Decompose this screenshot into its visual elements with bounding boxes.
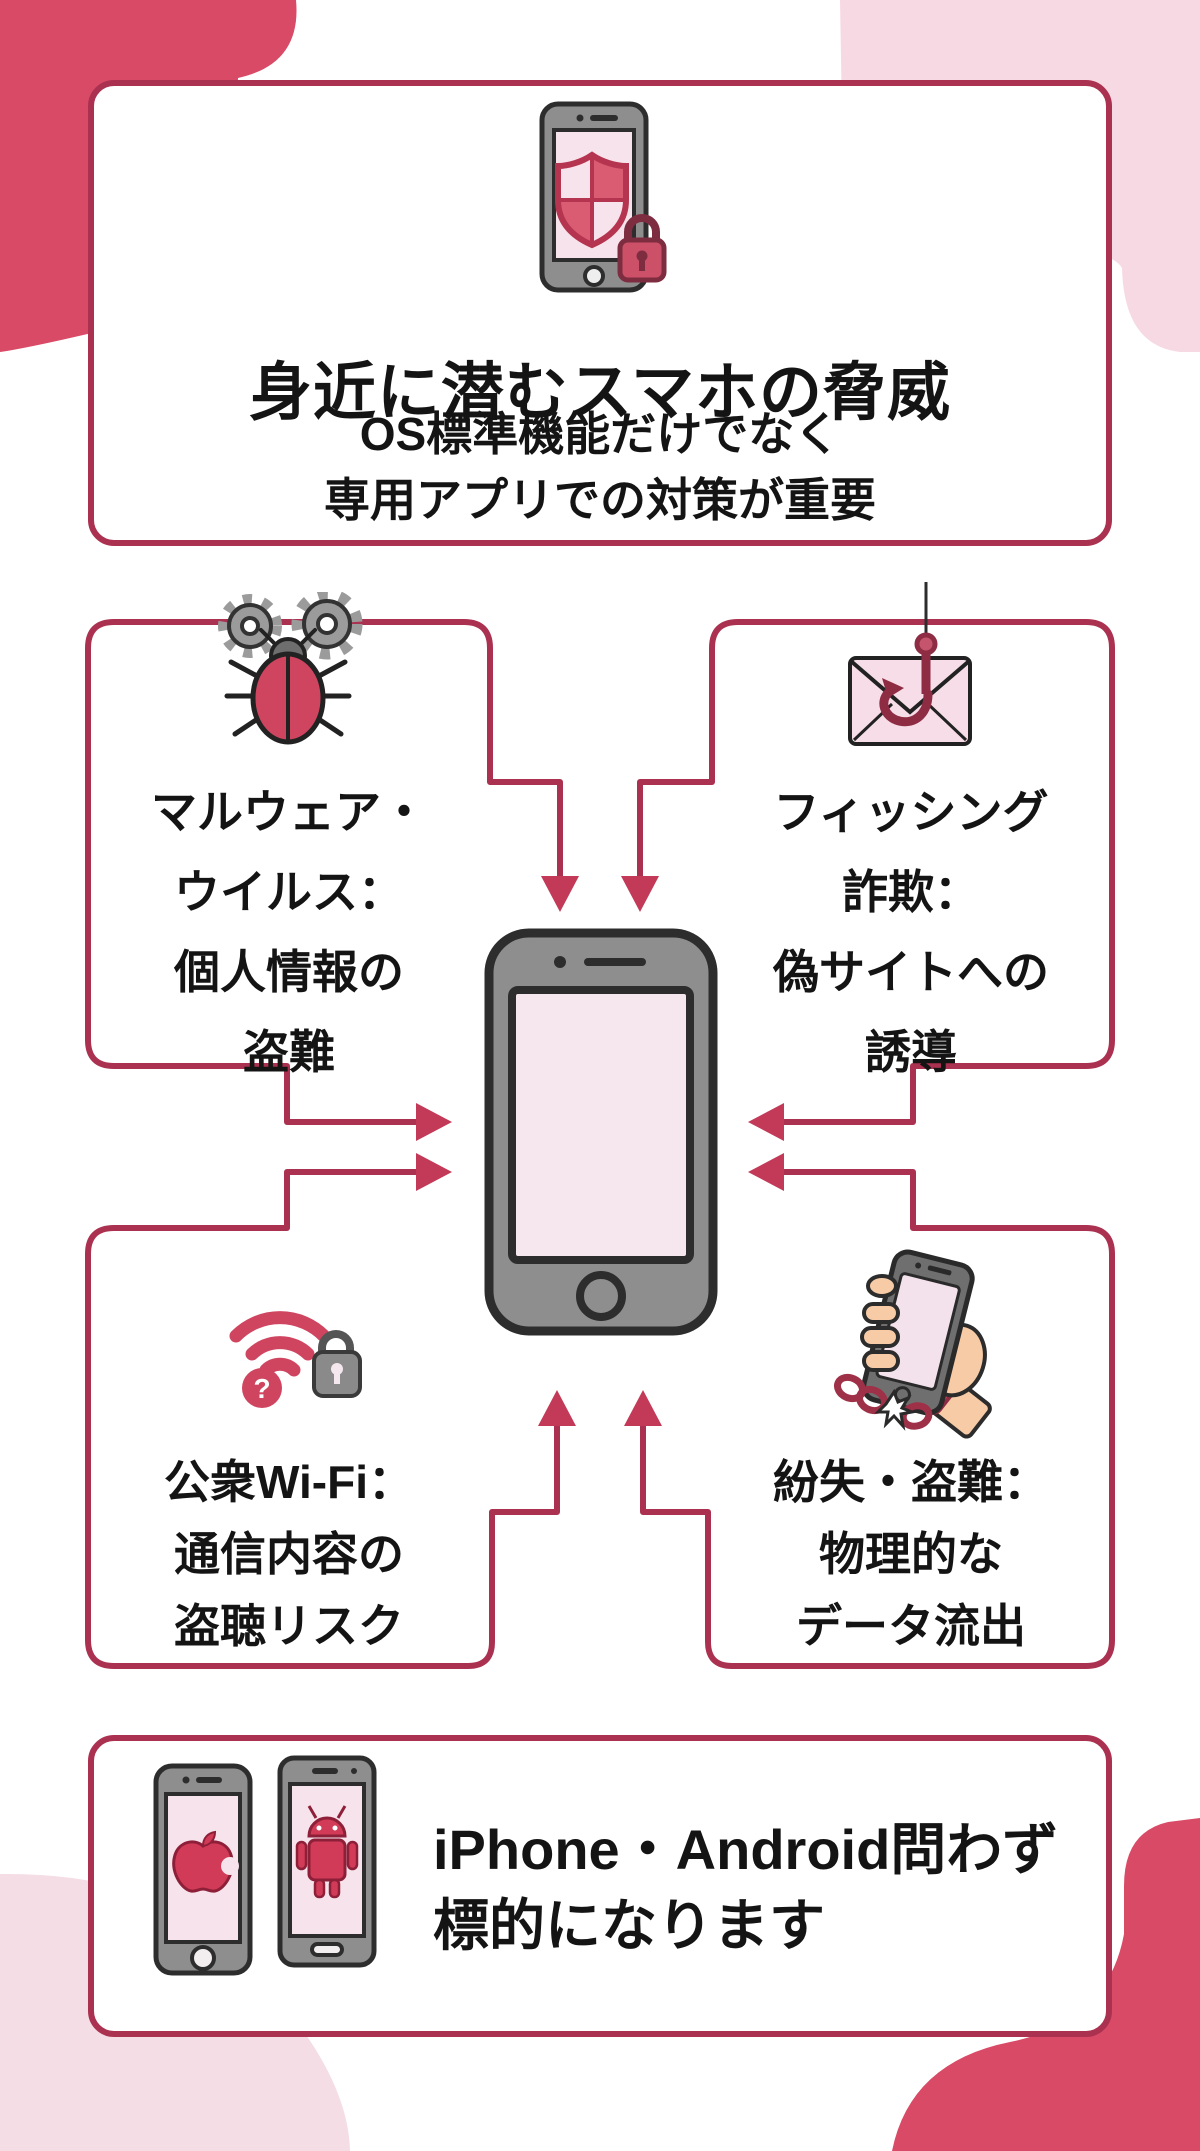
footer-card xyxy=(88,1735,1112,2037)
iphone-apple-icon xyxy=(153,1763,253,1976)
arrow-down-icon xyxy=(541,876,579,912)
connector-top-right xyxy=(637,619,1115,1125)
arrow-right-icon xyxy=(416,1103,452,1141)
threat-line: データ流出 xyxy=(796,1600,1026,1652)
footer-message: iPhone・Android問わず 標的になります xyxy=(433,1812,1058,1964)
threat-line: 盗難 xyxy=(243,1026,335,1078)
threat-line: 詐欺： xyxy=(842,866,980,918)
page-title: 身近に潜むスマホの脅威 xyxy=(248,358,952,429)
threat-line: 通信内容の xyxy=(174,1528,404,1580)
smartphone-icon xyxy=(484,928,718,1336)
connector-bottom-left xyxy=(85,1169,560,1669)
arrow-down-icon xyxy=(621,876,659,912)
threat-line: フィッシング xyxy=(773,786,1049,838)
threat-text-phishing: フィッシング 詐欺： 偽サイトへの 誘導 xyxy=(710,772,1112,1092)
page-subtitle-line1: OS標準機能だけでなく xyxy=(359,408,841,460)
footer-line: iPhone・Android問わず xyxy=(433,1818,1059,1881)
threat-line: 公衆Wi-Fi： xyxy=(164,1456,414,1508)
arrow-up-icon xyxy=(538,1390,576,1426)
arrow-up-icon xyxy=(624,1390,662,1426)
threat-line: 紛失・盗難： xyxy=(773,1456,1049,1508)
threat-line: 物理的な xyxy=(819,1528,1003,1580)
wifi-question-glyph: ? xyxy=(253,1373,270,1404)
hand-phone-broken-chain-icon xyxy=(833,1249,992,1439)
corner-blob-bottom-right xyxy=(892,1818,1200,2151)
threat-text-loss-theft: 紛失・盗難： 物理的な データ流出 xyxy=(710,1446,1112,1662)
arrow-left-icon xyxy=(748,1103,784,1141)
connector-bottom-right xyxy=(640,1169,1115,1669)
threat-text-malware: マルウェア・ ウイルス： 個人情報の 盗難 xyxy=(88,772,490,1092)
threat-line: 盗聴リスク xyxy=(174,1600,404,1652)
threat-line: マルウェア・ xyxy=(151,786,427,838)
threat-line: 偽サイトへの xyxy=(773,946,1049,998)
arrow-left-icon xyxy=(748,1153,784,1191)
threat-text-public-wifi: 公衆Wi-Fi： 通信内容の 盗聴リスク xyxy=(88,1446,490,1662)
page-subtitle-line2: 専用アプリでの対策が重要 xyxy=(324,474,876,526)
threat-line: 誘導 xyxy=(865,1026,957,1078)
phone-shield-lock-icon xyxy=(539,101,667,293)
bug-gears-icon xyxy=(218,592,363,745)
threat-line: ウイルス： xyxy=(174,866,404,918)
arrowheads xyxy=(416,876,784,1426)
footer-line: 標的になります xyxy=(433,1894,825,1957)
threat-line: 個人情報の xyxy=(174,946,404,998)
android-phone-icon xyxy=(277,1755,377,1968)
envelope-hook-icon xyxy=(848,582,972,746)
arrow-right-icon xyxy=(416,1153,452,1191)
wifi-question-lock-icon: ? xyxy=(229,1311,362,1408)
connector-top-left xyxy=(85,619,563,1125)
